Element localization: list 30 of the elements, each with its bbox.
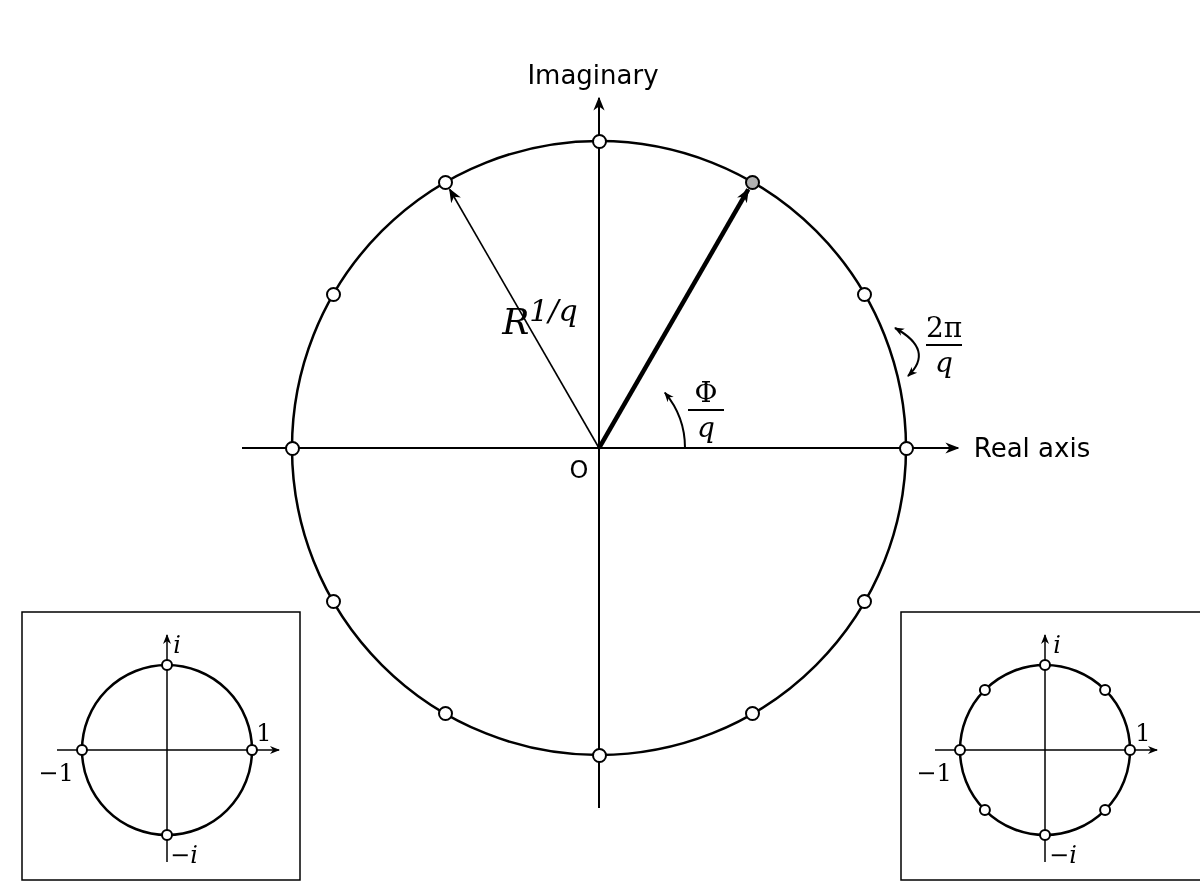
axis-label: Real axis [973,435,1091,461]
root-point [745,174,760,190]
axis-label: i [173,633,181,657]
axis-label: Imaginary [527,62,659,88]
root-point [857,594,873,609]
root-point [591,133,607,149]
axis-label: 1 [1135,721,1151,745]
root-point [438,706,453,722]
axis-label: −i [1049,843,1077,867]
arrow [448,188,600,449]
root-point [438,174,453,190]
axis-label: −1 [916,761,952,785]
axis-label: i [1053,633,1061,657]
arrow [597,188,751,450]
root-point [325,594,341,609]
fraction-denominator: q [935,349,953,377]
root-point [591,747,607,763]
root-point [284,440,300,456]
radius-label: R$^{1/q}$ [502,296,578,340]
root-point [745,706,760,722]
axis-label: 1 [256,721,272,745]
fraction-denominator: q [697,414,715,442]
axis-label: −1 [38,761,74,785]
root-point [325,287,341,302]
fraction-numerator: 2π [925,314,963,342]
fraction-numerator: Φ [694,379,718,407]
origin-label: O [569,458,589,482]
root-point [898,440,914,456]
root-point [857,287,873,302]
axis-label: −i [170,843,198,867]
